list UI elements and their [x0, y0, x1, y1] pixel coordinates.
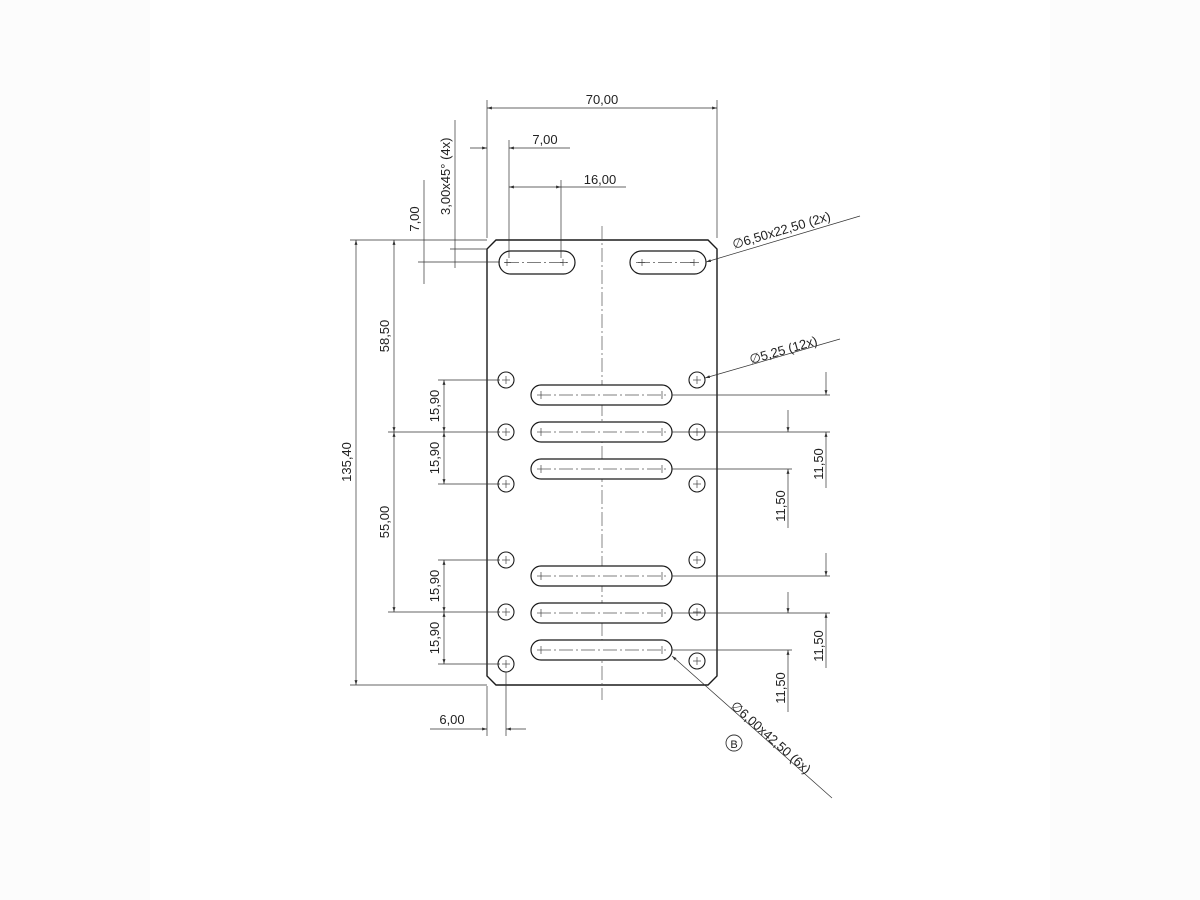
- dimension-edge-offset-label: 6,00: [439, 712, 464, 727]
- dimension-slot-pitch-upper: 11,50 11,50: [672, 372, 830, 528]
- plate-outline: [486, 239, 718, 686]
- dimension-slot-offset-label: 7,00: [532, 132, 557, 147]
- dimension-slot-pitch-label-1: 11,50: [811, 448, 826, 480]
- hole: [497, 603, 515, 621]
- dimension-lower-height-label: 55,00: [377, 506, 392, 539]
- dimension-slot-length-label: 16,00: [584, 172, 617, 187]
- dimension-pitch-label-1: 15,90: [427, 390, 442, 423]
- dimension-edge-offset: 6,00: [430, 672, 526, 736]
- long-slot: [530, 384, 673, 406]
- dimension-chamfer-height: 7,00: [407, 180, 500, 284]
- dimension-pitch: 15,90 15,90 15,90 15,90: [427, 379, 500, 665]
- dimension-width: 70,00: [486, 92, 718, 238]
- dimension-chamfer-height-label: 7,00: [407, 206, 422, 231]
- hole: [688, 603, 706, 621]
- dimension-slot-length: 16,00: [509, 172, 626, 258]
- upper-slot-right: [629, 250, 707, 275]
- long-slot: [530, 639, 673, 661]
- upper-slot-left: [498, 250, 576, 275]
- long-slot: [530, 565, 673, 587]
- mounting-holes: [497, 371, 706, 673]
- callout-upper-slots: ∅6,50x22,50 (2x): [705, 208, 861, 263]
- sheet-margin-right: [1050, 0, 1200, 900]
- dimension-width-label: 70,00: [586, 92, 619, 107]
- hole: [688, 551, 706, 569]
- hole: [688, 652, 706, 670]
- dimension-chamfer-label: 3,00x45° (4x): [438, 138, 453, 215]
- dimension-slot-pitch-lower: 11,50 11,50: [672, 553, 830, 712]
- callout-holes-label: ∅5,25 (12x): [748, 333, 819, 367]
- hole: [497, 371, 515, 389]
- hole: [497, 655, 515, 673]
- dimension-upper-height: 58,50: [377, 240, 500, 433]
- dimension-slot-offset: 7,00: [470, 132, 570, 258]
- dimension-pitch-label-3: 15,90: [427, 570, 442, 603]
- detail-marker-circle: [725, 734, 743, 752]
- callout-upper-slots-label: ∅6,50x22,50 (2x): [731, 208, 833, 251]
- dimension-slot-pitch-label-4: 11,50: [773, 672, 788, 704]
- dimension-pitch-label-4: 15,90: [427, 622, 442, 655]
- hole: [688, 475, 706, 493]
- dimension-slot-pitch-label-2: 11,50: [773, 490, 788, 522]
- hole: [497, 551, 515, 569]
- long-slot: [530, 458, 673, 480]
- dimension-chamfer: 3,00x45° (4x): [438, 120, 487, 268]
- hole: [688, 371, 706, 389]
- callout-long-slots-label: ∅6,00x42,50 (6x): [728, 698, 814, 777]
- dimension-upper-height-label: 58,50: [377, 320, 392, 353]
- long-slot: [530, 602, 673, 624]
- hole: [497, 475, 515, 493]
- long-slots: [530, 384, 673, 661]
- hole: [497, 423, 515, 441]
- detail-marker-label: B: [730, 739, 737, 751]
- dimension-pitch-label-2: 15,90: [427, 442, 442, 475]
- long-slot: [530, 421, 673, 443]
- dimension-slot-pitch-label-3: 11,50: [811, 630, 826, 662]
- sheet-margin-left: [0, 0, 150, 900]
- callout-long-slots: ∅6,00x42,50 (6x) B: [671, 655, 833, 799]
- dimension-total-height-label: 135,40: [339, 442, 354, 482]
- callout-holes: ∅5,25 (12x): [704, 333, 841, 379]
- dimension-total-height: 135,40: [339, 239, 487, 686]
